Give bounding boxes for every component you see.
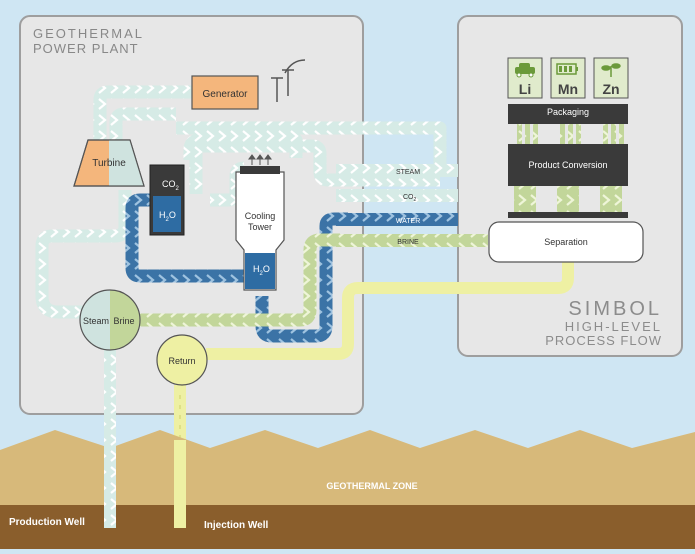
turbine-right-half <box>109 140 144 186</box>
packaging-label: Packaging <box>547 107 589 117</box>
product-conversion-label: Product Conversion <box>528 160 607 170</box>
conversion-connectors <box>508 180 628 218</box>
product-zn: Zn <box>602 81 619 97</box>
geothermal-zone-label: GEOTHERMAL ZONE <box>326 481 417 491</box>
separation-box <box>488 221 644 263</box>
product-conversion-box <box>508 150 628 180</box>
turbine-label: Turbine <box>92 158 126 169</box>
simbol-title-line3: PROCESS FLOW <box>545 333 662 348</box>
generator <box>191 75 259 110</box>
h2o-label: H2O <box>159 210 176 223</box>
brine-stream-label: BRINE <box>397 239 419 246</box>
simbol-title-line2: HIGH-LEVEL <box>565 319 662 334</box>
car-icon <box>515 63 535 78</box>
vapor-arrows-icon <box>248 154 272 165</box>
return-node <box>156 334 208 386</box>
cooling-tower-water <box>245 253 275 289</box>
production-well-label: Production Well <box>9 517 85 528</box>
product-mn: Mn <box>558 81 578 97</box>
packaging-box <box>508 104 628 118</box>
cooling-tower-label-2: Tower <box>248 222 272 232</box>
steam-stream-label: STEAM <box>396 169 420 176</box>
plant-title-line1: GEOTHERMAL <box>33 26 144 41</box>
plant-icon <box>601 63 621 77</box>
water-stream-label: WATER <box>396 218 421 225</box>
water-stream <box>336 213 458 226</box>
water-pipes <box>125 193 348 343</box>
cooling-tower-label-1: Cooling <box>245 211 276 221</box>
stream-lanes <box>336 164 488 247</box>
packaging-connectors <box>508 118 628 150</box>
turbine-outline <box>73 139 145 187</box>
injection-well-label: Injection Well <box>204 520 268 531</box>
steam-label: Steam <box>83 316 109 326</box>
tower-h2o-label: H2O <box>253 264 270 277</box>
brine-stream <box>336 234 488 247</box>
production-well <box>104 440 116 528</box>
product-box-zn <box>593 57 629 99</box>
plant-title-line2: POWER PLANT <box>33 41 139 56</box>
co2-stream <box>336 189 458 202</box>
brine-pipes <box>136 233 340 327</box>
h2o-tank <box>153 196 181 232</box>
return-label: Return <box>168 356 195 366</box>
brine-label: Brine <box>113 316 134 326</box>
injection-well <box>174 440 186 528</box>
generator-label: Generator <box>202 89 248 100</box>
cooling-tower-top <box>240 166 280 174</box>
product-li: Li <box>519 81 531 97</box>
power-lines-icon <box>271 59 306 102</box>
steam-brine-separator <box>79 289 141 351</box>
separation-label: Separation <box>544 237 588 247</box>
steam-stream <box>336 164 458 177</box>
simbol-title-line1: SIMBOL <box>568 298 662 320</box>
co2-stream-label: CO2 <box>403 194 417 203</box>
battery-icon <box>556 63 578 75</box>
co2-label: CO2 <box>162 179 180 192</box>
